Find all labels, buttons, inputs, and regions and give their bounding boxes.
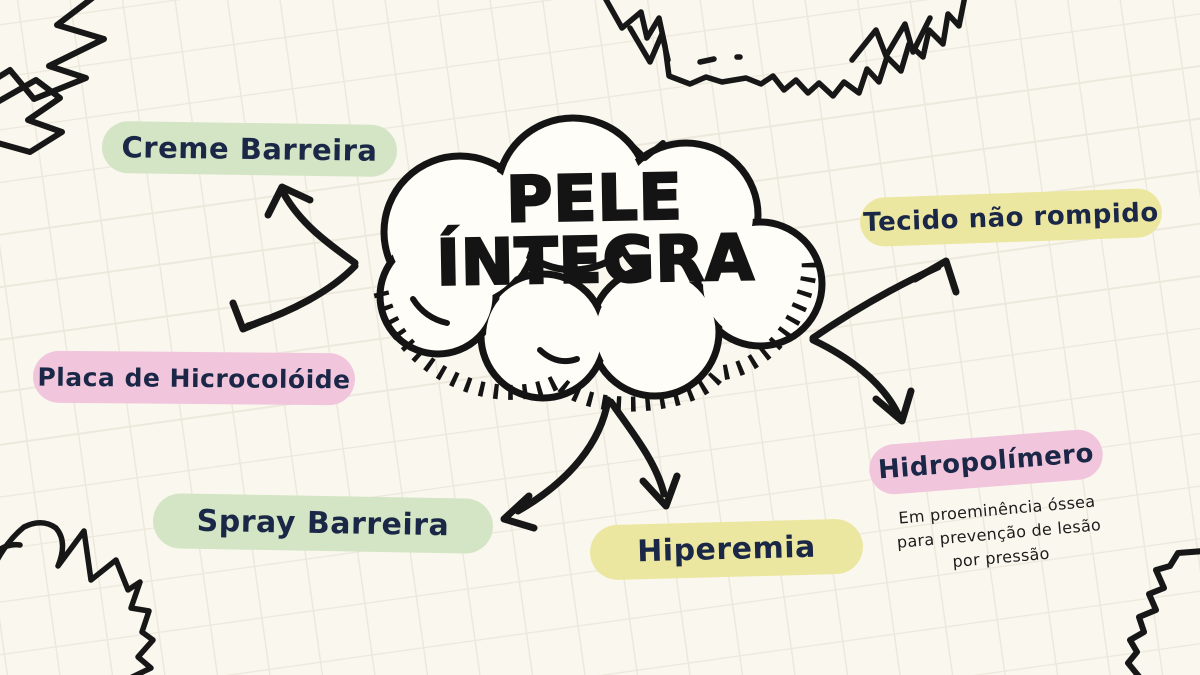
- scribble-burst-bottom-left: [0, 520, 156, 675]
- cloud-detail-strokes: [410, 138, 666, 365]
- node-placa-de-hicrocoloide: Placa de Hicrocolóide: [32, 350, 356, 406]
- central-topic-pele-integra: PELE ÍNTEGRA: [399, 159, 791, 301]
- arrows-right-branch: [809, 257, 960, 425]
- zigzag-doodle-top-left: [0, 0, 107, 155]
- node-spray-barreira: Spray Barreira: [152, 493, 494, 554]
- node-creme-barreira-label: Creme Barreira: [121, 130, 378, 168]
- node-placa-label: Placa de Hicrocolóide: [37, 362, 351, 394]
- node-spray-label: Spray Barreira: [196, 503, 450, 544]
- node-hiperemia-label: Hiperemia: [636, 529, 817, 570]
- arrows-left-branch: [229, 183, 359, 333]
- scribble-burst-bottom-right: [1125, 548, 1200, 675]
- arrows-bottom-branch: [500, 396, 681, 532]
- title-line-2: ÍNTEGRA: [435, 220, 757, 301]
- node-hidropolimero-label: Hidropolímero: [877, 438, 1095, 486]
- node-creme-barreira: Creme Barreira: [101, 120, 398, 178]
- cloud-hatch-shading: [373, 253, 817, 412]
- cloud-shape: [373, 114, 826, 412]
- scribble-burst-top-center: [603, 0, 968, 99]
- node-tecido-label: Tecido não rompido: [862, 197, 1160, 238]
- node-hiperemia: Hiperemia: [589, 518, 864, 581]
